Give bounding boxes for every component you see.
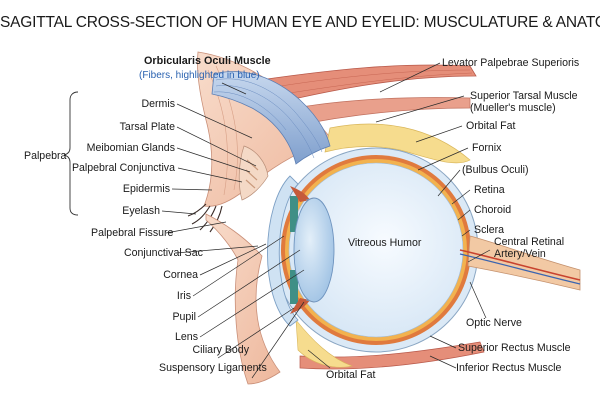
label-orbital-fat-top: Orbital Fat [466,120,516,132]
superior-tarsal-muscle [274,97,471,129]
label-ciliary-body: Ciliary Body [192,344,249,356]
label-central-retinal: Central Retinal [494,236,564,248]
central-retinal-vessel [459,249,581,281]
label-orbital-fat-bottom: Orbital Fat [326,369,376,381]
label-palpebral-fissure: Palpebral Fissure [91,227,174,239]
label-conjunctival-sac: Conjunctival Sac [124,247,204,259]
lower-eyelid [205,213,281,385]
tarsal-plate [238,145,269,201]
label-cornea: Cornea [163,269,198,281]
label-dermis: Dermis [141,98,175,110]
label-iris: Iris [177,290,191,302]
suspensory-ligaments [305,197,315,303]
leader-lines [161,62,491,379]
label-superior-rectus: Superior Rectus Muscle [458,342,571,354]
label-bulbus: (Bulbus Oculi) [462,164,529,176]
label-levator: Levator Palpebrae Superioris [442,57,579,69]
label-optic-nerve: Optic Nerve [466,317,522,329]
label-tarsal-plate: Tarsal Plate [120,121,175,133]
label-vitreous: Vitreous Humor [348,237,422,249]
orbicularis-note: (Fibers, highlighted in blue) [139,70,260,81]
orbicularis-label: Orbicularis Oculi Muscle [144,55,271,67]
label-sclera: Sclera [474,224,504,236]
label-superior-tarsal-sub: (Mueller's muscle) [470,102,556,114]
label-palpebral-conjunctiva: Palpebral Conjunctiva [72,162,175,174]
label-epidermis: Epidermis [123,183,170,195]
label-lens: Lens [175,331,198,343]
orbital-fat-bottom [295,319,354,368]
meibomian-glands [245,159,259,189]
inferior-rectus [299,341,485,370]
label-meibomian-glands: Meibomian Glands [87,142,175,154]
iris-shape [290,196,298,232]
label-central-retinal-sub: Artery/Vein [494,248,546,260]
label-fornix: Fornix [472,142,502,154]
ciliary-body [290,186,310,202]
diagram-title: SAGITTAL CROSS-SECTION OF HUMAN EYE AND … [0,14,600,31]
label-pupil: Pupil [172,311,196,323]
label-choroid: Choroid [474,204,511,216]
label-inferior-rectus: Inferior Rectus Muscle [456,362,561,374]
group-label-palpebra: Palpebra [24,150,67,162]
palpebra-bracket [63,91,79,216]
label-superior-tarsal: Superior Tarsal Muscle [470,90,578,102]
orbital-fat-top [324,123,471,164]
levator-muscle [259,64,477,105]
label-eyelash: Eyelash [122,205,160,217]
anatomy-art [187,51,581,385]
label-suspensory-ligaments: Suspensory Ligaments [159,362,267,374]
label-retina: Retina [474,184,505,196]
